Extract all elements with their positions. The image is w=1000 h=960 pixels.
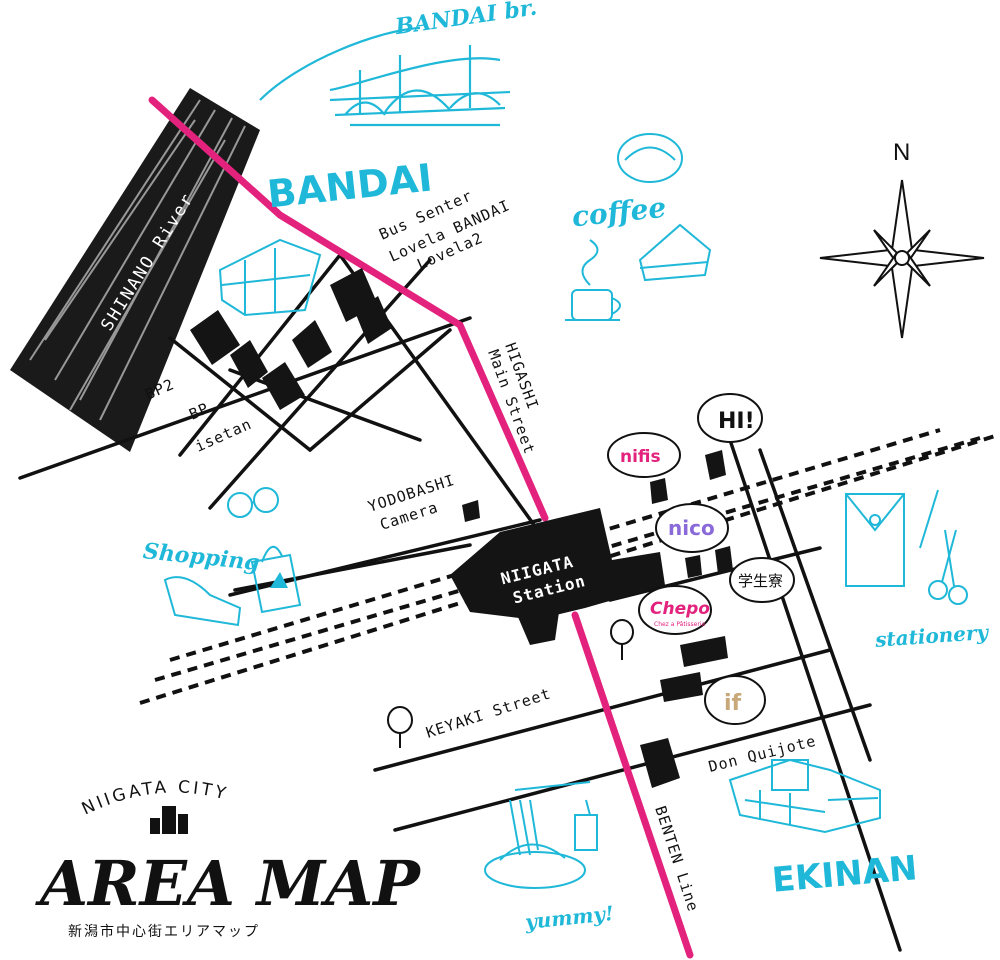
main-street-magenta <box>148 96 694 959</box>
dorm-label: 学生寮 <box>738 572 783 590</box>
shopping-label: Shopping <box>142 538 261 576</box>
bus-center-illustration <box>218 238 322 317</box>
streets <box>18 253 902 952</box>
compass-north-label: N <box>893 139 910 166</box>
shop-logo-nifis: nifis <box>620 447 661 467</box>
shop-bubble-nifis: nifis <box>607 432 681 478</box>
food-illustration <box>484 781 598 889</box>
bandai-area-label: BANDAI <box>265 155 434 216</box>
title-block: NIIGATA CITY AREA MAP 新潟市中心街エリアマップ <box>35 777 422 940</box>
shop-logo-chepo: Chepo <box>650 599 710 619</box>
yummy-label: yummy! <box>523 901 615 934</box>
shop-bubble-dorm: 学生寮 <box>729 557 795 603</box>
shop-bubble-chepo: Chepo Chez a Pâtisserie <box>638 585 712 635</box>
keyaki-street-label: KEYAKI Street <box>424 684 554 741</box>
coffee-illustration <box>565 133 712 321</box>
shopping-illustration <box>163 487 302 627</box>
shop-bubble-hi: HI! <box>697 393 763 443</box>
shinano-river: SHINANO River <box>10 88 260 452</box>
svg-text:NIIGATA CITY: NIIGATA CITY <box>79 777 231 819</box>
shop-logo-if: if <box>724 691 742 716</box>
compass-rose <box>819 179 985 339</box>
coffee-label: coffee <box>570 191 667 234</box>
title-jp: 新潟市中心街エリアマップ <box>68 923 260 940</box>
shop-logo-chepo-sub: Chez a Pâtisserie <box>654 621 705 628</box>
ekinan-area-label: EKINAN <box>770 848 918 901</box>
isetan-label: isetan <box>192 415 254 456</box>
stationery-label: stationery <box>873 620 990 652</box>
city-building-icon <box>150 806 188 834</box>
title-main: AREA MAP <box>35 847 422 920</box>
niigata-station: NIIGATA Station <box>450 508 665 645</box>
trees <box>387 619 634 748</box>
shop-bubble-if: if <box>704 675 766 725</box>
shop-logo-hi: HI! <box>718 409 755 434</box>
stationery-illustration <box>845 489 968 605</box>
bandai-bridge-illustration <box>259 26 511 127</box>
shopping-bag-triangle-icon <box>270 572 288 588</box>
shop-logo-nico: nico <box>668 516 715 540</box>
shop-bubble-nico: nico <box>655 503 729 553</box>
ekinan-building-illustration <box>728 758 881 834</box>
bandai-bridge-label: BANDAI br. <box>393 0 539 40</box>
city-blocks <box>190 268 733 788</box>
title-top: NIIGATA CITY <box>79 777 228 819</box>
